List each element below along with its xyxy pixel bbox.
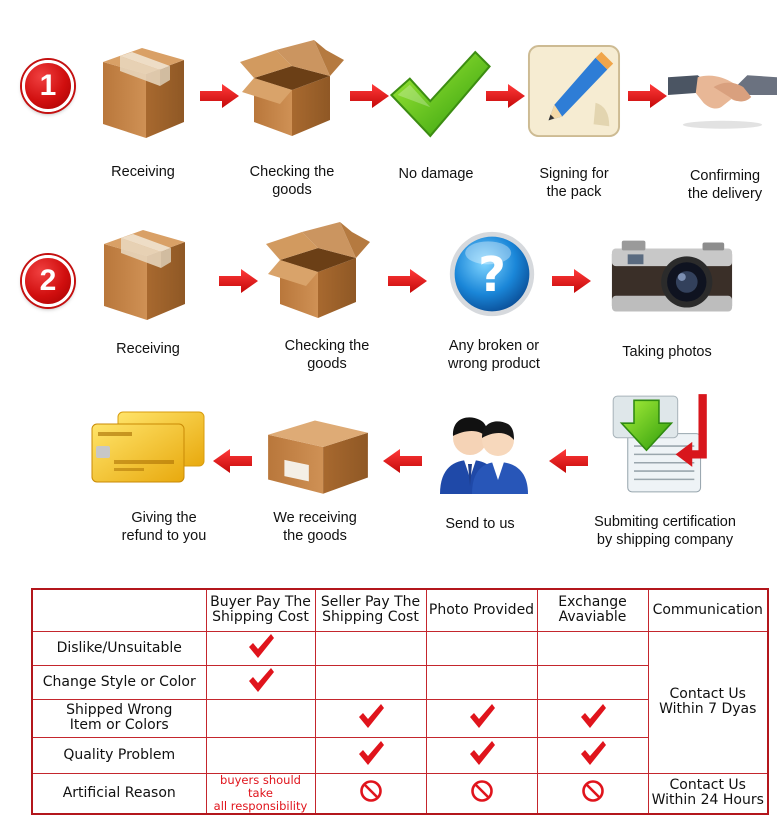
table-header-cell: Exchange Avaviable [536,588,649,632]
table-header-cell: Buyer Pay The Shipping Cost [205,588,316,632]
row-label: Quality Problem [31,736,207,774]
table-header-cell [31,588,207,632]
camera-icon [608,238,736,318]
open-box-icon [236,38,346,138]
step-label: Taking photos [622,344,712,360]
arrow-right-icon [200,83,240,109]
table-header-row: Buyer Pay The Shipping Cost Seller Pay T… [31,588,769,632]
empty-cell [425,630,538,666]
empty-cell [314,630,427,666]
credit-card-icon [88,408,208,488]
green-check-icon [388,48,493,140]
check-cell [205,664,316,700]
step-label: No damage [398,166,474,182]
step-label: We receiving the goods [273,510,357,544]
step-label: Confirming the delivery [687,168,763,202]
table-header-cell: Communication [647,588,769,632]
arrow-right-icon [350,83,390,109]
table-row: Quality Problem [31,736,768,774]
table-row: Dislike/Unsuitable Contact Us Within 7 D… [31,630,769,774]
row-label: Dislike/Unsuitable [31,630,207,666]
step-label: Receiving [111,164,175,180]
arrow-right-icon [628,83,668,109]
closed-box-icon [98,222,190,322]
empty-cell [536,664,649,700]
forbidden-icon [470,779,494,803]
arrow-left-icon [212,448,252,474]
closed-box-icon [97,40,189,140]
check-cell [425,736,538,774]
step-label: Send to us [445,516,515,532]
row-label: Change Style or Color [31,664,207,700]
check-cell [314,698,427,738]
arrow-right-icon [552,268,592,294]
row-label: Artificial Reason [31,772,207,814]
handshake-icon [668,62,777,134]
arrow-left-icon [382,448,422,474]
red-check-icon [357,740,385,766]
table-row: Artificial Reason buyers should take all… [31,772,769,814]
communication-cell: Contact Us Within 24 Hours [647,772,769,814]
table-row: Shipped Wrong Item or Colors [31,698,768,738]
forbidden-icon [581,779,605,803]
forbidden-cell [314,772,427,814]
step-label: Signing for the pack [539,166,609,200]
red-check-icon [468,740,496,766]
step-label: Checking the goods [284,338,370,372]
support-agents-icon [434,398,534,498]
check-cell [314,736,427,774]
return-policy-table: Buyer Pay The Shipping Cost Seller Pay T… [31,588,769,815]
row-label: Shipped Wrong Item or Colors [31,698,207,738]
red-check-icon [247,633,275,659]
arrow-left-icon [548,448,588,474]
step-number-1: 1 [22,60,74,112]
pencil-icon [527,44,621,138]
table-header-cell: Seller Pay The Shipping Cost [314,588,427,632]
step-label: Giving the refund to you [121,510,207,544]
red-check-icon [579,740,607,766]
forbidden-cell [425,772,538,814]
open-box-icon [262,220,372,320]
red-check-icon [579,703,607,729]
step-number-2: 2 [22,255,74,307]
step-label: Receiving [116,341,180,357]
arrow-right-icon [219,268,259,294]
check-cell [425,698,538,738]
parcel-icon [262,404,374,496]
download-document-icon [598,392,722,496]
check-cell [536,698,649,738]
red-check-icon [468,703,496,729]
step-label: Any broken or wrong product [448,338,540,372]
step-label: Submiting certification by shipping comp… [594,514,736,548]
question-icon [446,228,538,320]
step-label: Checking the goods [249,164,335,198]
red-check-icon [247,667,275,693]
red-check-icon [357,703,385,729]
empty-cell [205,698,316,738]
empty-cell [425,664,538,700]
empty-cell [536,630,649,666]
communication-cell: Contact Us Within 7 Dyas [647,630,769,774]
table-header-cell: Photo Provided [425,588,538,632]
responsibility-note: buyers should take all responsibility [205,772,316,814]
forbidden-cell [536,772,649,814]
arrow-right-icon [486,83,526,109]
forbidden-icon [359,779,383,803]
empty-cell [314,664,427,700]
empty-cell [205,736,316,774]
check-cell [205,630,316,666]
arrow-right-icon [388,268,428,294]
check-cell [536,736,649,774]
